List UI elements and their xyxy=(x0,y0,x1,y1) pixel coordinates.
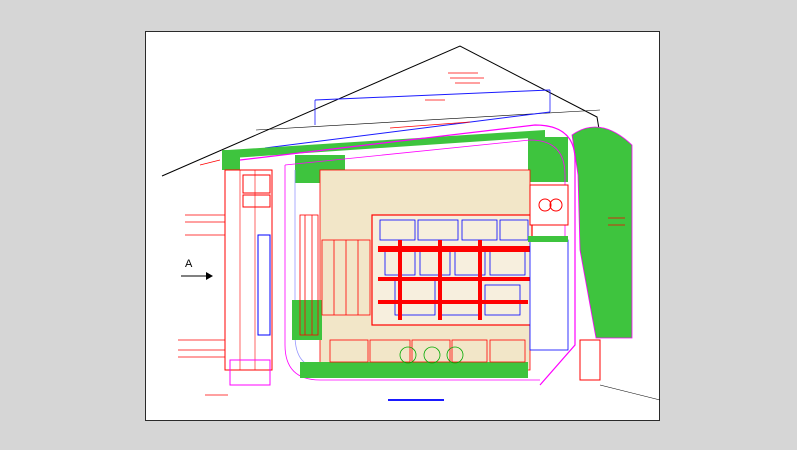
green-area xyxy=(300,362,528,378)
annex-fixture xyxy=(549,198,563,212)
green-area xyxy=(222,150,240,170)
annotation-leaders xyxy=(178,159,625,396)
site-boundary-line xyxy=(599,384,661,401)
green-area xyxy=(528,137,568,182)
equipment-area xyxy=(378,219,530,320)
west-wing-room xyxy=(242,194,271,208)
annex-building xyxy=(529,239,569,351)
west-wing-room xyxy=(242,174,271,194)
west-wing-room xyxy=(257,234,271,336)
annex-fixture xyxy=(538,198,552,212)
green-area xyxy=(571,126,633,339)
west-wing-room xyxy=(229,359,271,386)
site-boundary-line xyxy=(161,45,601,177)
rooms-row xyxy=(329,339,526,363)
property-line xyxy=(314,89,551,101)
green-area xyxy=(292,300,322,340)
access-road xyxy=(284,165,540,381)
racking xyxy=(299,214,371,336)
section-marker-label: A xyxy=(185,258,193,270)
access-road xyxy=(284,139,566,350)
west-wing xyxy=(224,169,273,371)
green-area xyxy=(228,130,545,158)
access-road xyxy=(239,124,576,386)
green-area xyxy=(528,236,568,242)
section-arrow xyxy=(181,272,213,280)
title-notes xyxy=(389,72,484,129)
rooms-row xyxy=(399,346,464,364)
property-line xyxy=(264,111,551,149)
gate-house xyxy=(579,339,601,381)
building-core xyxy=(371,214,533,326)
